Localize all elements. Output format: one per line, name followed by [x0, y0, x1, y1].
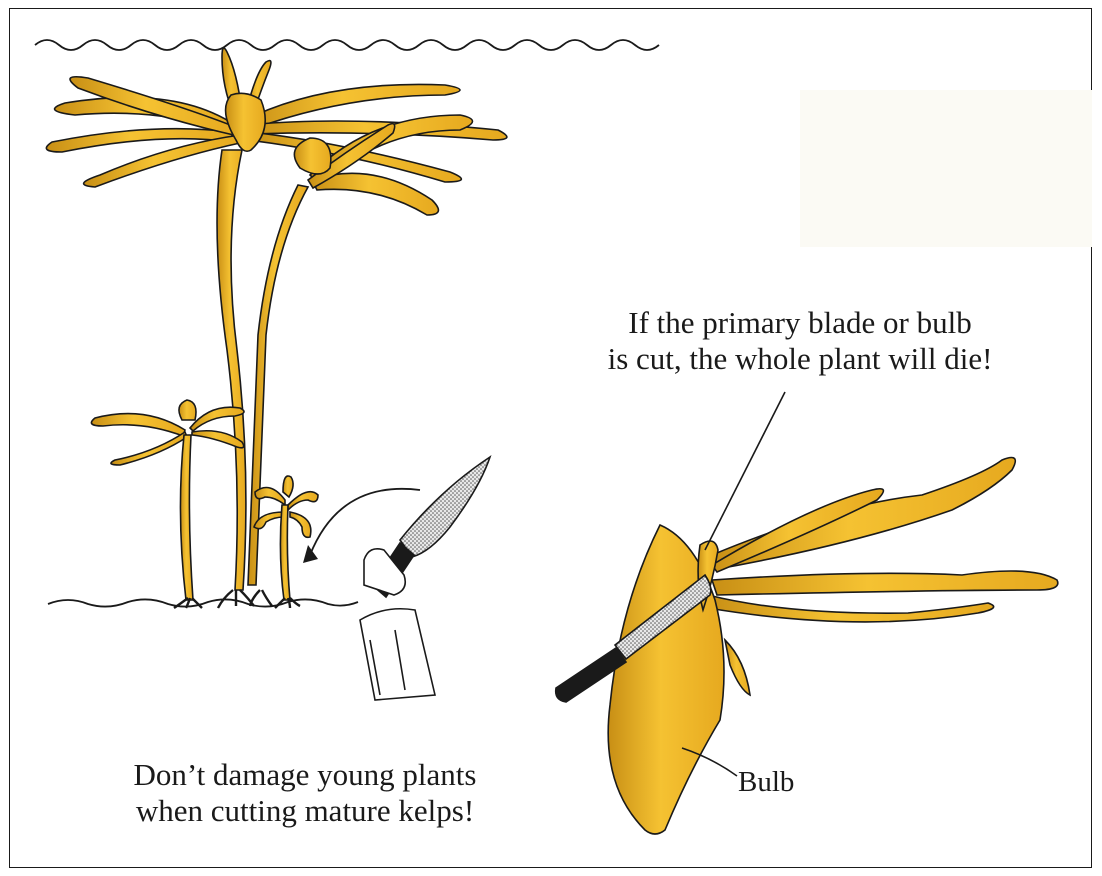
hand-with-knife	[360, 457, 490, 700]
callout-leader-line	[705, 392, 785, 550]
caption-left-line-2: when cutting mature kelps!	[40, 793, 570, 829]
young-kelp-a	[91, 400, 244, 600]
young-kelp-b	[254, 476, 318, 600]
sea-floor	[48, 599, 358, 606]
warning-arrowhead	[303, 545, 318, 563]
kelp-closeup	[608, 458, 1058, 834]
caption-primary-blade: If the primary blade or bulb is cut, the…	[560, 305, 1040, 377]
caption-left-line-1: Don’t damage young plants	[40, 757, 570, 793]
caption-young-plants: Don’t damage young plants when cutting m…	[40, 757, 570, 829]
bulb-label: Bulb	[738, 766, 794, 799]
caption-right-line-1: If the primary blade or bulb	[560, 305, 1040, 341]
caption-right-line-2: is cut, the whole plant will die!	[560, 341, 1040, 377]
water-surface	[35, 40, 659, 50]
